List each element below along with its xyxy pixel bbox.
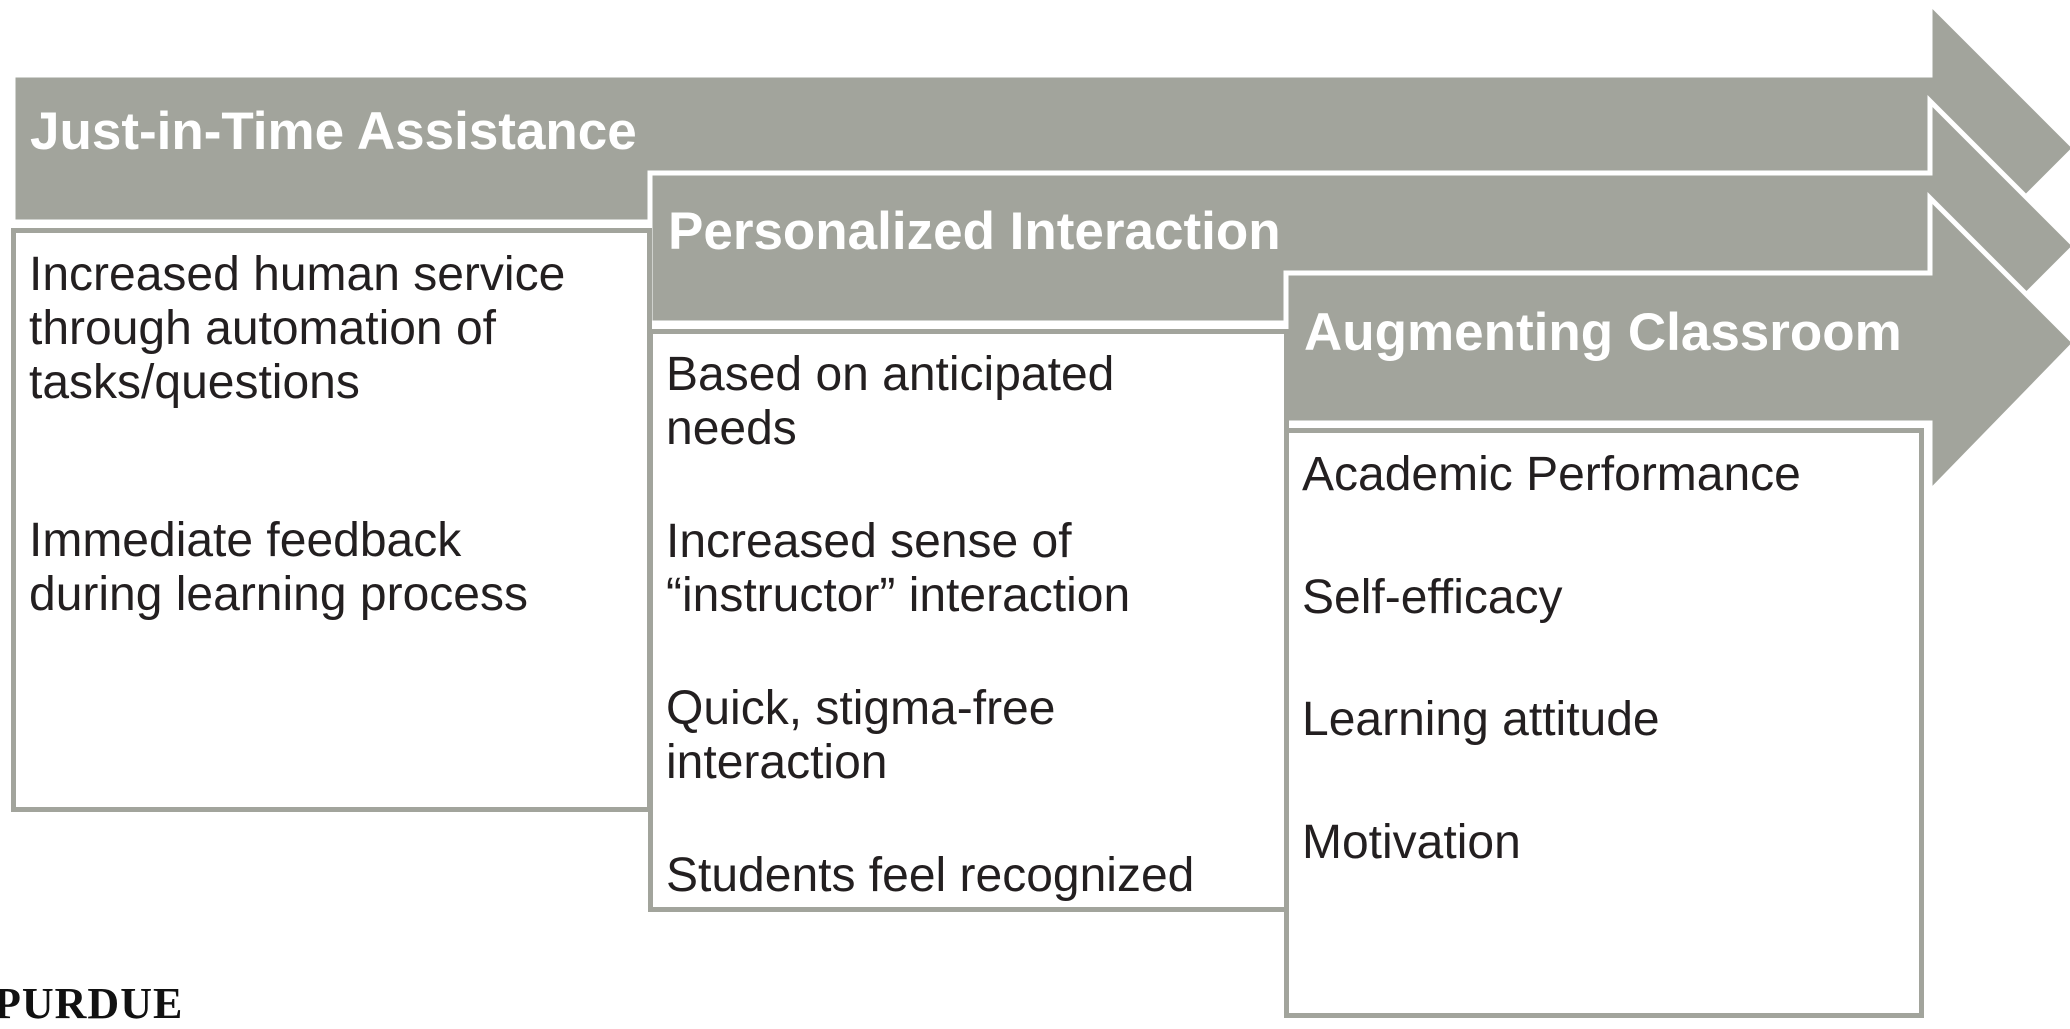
list-item: during learning process <box>29 568 528 621</box>
list-item: “instructor” interaction <box>666 569 1131 622</box>
list-item: Based on anticipated <box>666 348 1115 401</box>
stage-box-augmenting: Academic Performance Self-efficacy Learn… <box>1284 428 1924 1018</box>
list-item: Learning attitude <box>1302 693 1660 746</box>
list-item: Immediate feedback <box>29 514 462 567</box>
list-item: Self-efficacy <box>1302 571 1563 624</box>
stage-box-personalized: Based on anticipated needs Increased sen… <box>648 329 1289 912</box>
stage-title-personalized: Personalized Interaction <box>668 202 1281 261</box>
list-item: interaction <box>666 736 888 789</box>
list-item: Academic Performance <box>1302 448 1801 501</box>
list-item: needs <box>666 402 797 455</box>
progression-arrows <box>13 3 2070 499</box>
stage-title-just-in-time: Just-in-Time Assistance <box>30 102 637 161</box>
list-item: Increased sense of <box>666 515 1072 568</box>
list-item: Quick, stigma-free <box>666 682 1056 735</box>
arrow-augmenting <box>1283 191 2070 499</box>
list-item: Increased human service <box>29 248 566 301</box>
list-item: tasks/questions <box>29 356 360 409</box>
list-item: Motivation <box>1302 816 1521 869</box>
list-item: through automation of <box>29 302 496 355</box>
list-item: Students feel recognized <box>666 849 1195 902</box>
stage-title-augmenting: Augmenting Classroom <box>1304 303 1902 362</box>
stage-box-just-in-time: Increased human service through automati… <box>11 228 652 812</box>
purdue-logo: PURDUE <box>0 979 184 1028</box>
